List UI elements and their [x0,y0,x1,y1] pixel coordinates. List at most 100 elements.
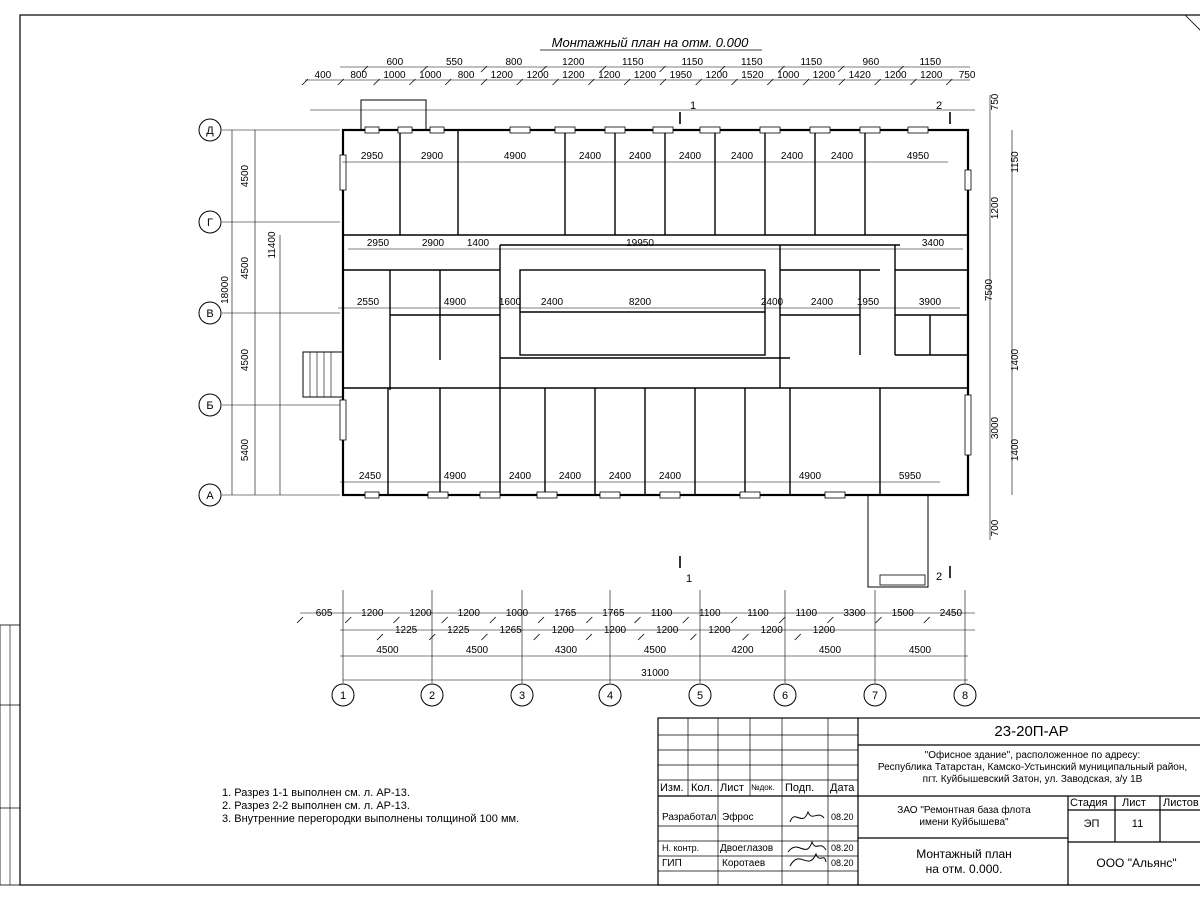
room-dim: 2400 [609,471,632,482]
dim-top-outer: 1950 [670,70,693,81]
partitions [343,130,968,495]
axis-bubble [773,683,797,707]
date-normcontrol: 08.20 [831,843,854,853]
dim-bottom-axis: 4200 [731,645,754,656]
room-dim: 4900 [504,151,527,162]
room-dim: 2550 [357,297,380,308]
dim-top-inner: 800 [505,57,522,68]
room-dim: 2950 [367,238,390,249]
dim-bottom-axis: 4500 [644,645,667,656]
room-dim: 2400 [659,471,682,482]
axis-label: 7 [872,690,878,702]
room-dim: 5950 [899,471,922,482]
dim-top-outer: 1200 [884,70,907,81]
hdr-kol: Кол. [691,782,713,794]
hdr-ndok: №док. [751,783,775,792]
dim-top-outer: 800 [458,70,475,81]
axis-bubble [598,683,622,707]
date-developer: 08.20 [831,812,854,822]
axis-label: Б [206,400,213,412]
hdr-izm: Изм. [660,782,684,794]
role-developer: Разработал [662,812,717,823]
designer-org: ООО "Альянс" [1096,856,1177,870]
dim-bottom-axis: 4500 [376,645,399,656]
dim-bottom-chain-2: 1200 [813,625,836,636]
signatures [787,810,827,867]
section-mark-2-bottom: 2 [936,571,942,583]
dim-bottom-chain-1: 1200 [409,608,432,619]
dim-right: 1400 [1010,348,1021,371]
client-org: ЗАО "Ремонтная база флота имени Куйбышев… [897,805,1031,828]
dim-bottom-chain-1: 1765 [602,608,625,619]
axis-label: 6 [782,690,788,702]
hdr-sheets: Листов [1163,797,1199,809]
room-dim: 19950 [626,238,654,249]
note-1: 1. Разрез 1-1 выполнен см. л. АР-13. [222,787,410,799]
section-mark-1-bottom: 1 [686,573,692,585]
room-dim: 2400 [831,151,854,162]
entrance-stair [302,351,344,398]
room-dim: 4900 [444,471,467,482]
hdr-sheet: Лист [1122,797,1146,809]
dim-bottom-axis: 4500 [466,645,489,656]
dim-left: 18000 [220,276,231,304]
room-dim: 3400 [922,238,945,249]
sheet-value: 11 [1131,818,1144,830]
dim-bottom-chain-2: 1225 [395,625,418,636]
dim-bottom-axis: 4500 [819,645,842,656]
dim-top-inner: 1150 [920,57,942,68]
dim-left: 4500 [240,256,251,279]
room-dim: 8200 [629,297,652,308]
dim-right: 1400 [1010,438,1021,461]
room-dim: 2950 [361,151,384,162]
stage-value: ЭП [1083,818,1100,830]
hdr-data: Дата [830,782,855,794]
room-dim: 2900 [422,238,445,249]
dim-top-outer: 800 [350,70,367,81]
dim-left: 4500 [240,348,251,371]
axis-label: Г [207,217,213,229]
dim-top-inner: 960 [862,57,879,68]
axis-label: 4 [607,690,613,702]
axis-label: 5 [697,690,703,702]
room-dim: 2900 [421,151,444,162]
dim-top-outer: 1200 [634,70,657,81]
dim-bottom-chain-1: 1100 [747,608,769,619]
note-2: 2. Разрез 2-2 выполнен см. л. АР-13. [222,800,410,812]
room-dim: 2400 [761,297,784,308]
axis-bubble [510,683,534,707]
dim-bottom-chain-1: 1500 [892,608,915,619]
dim-top-outer: 1200 [705,70,728,81]
dim-top-outer: 1200 [526,70,549,81]
dim-top-outer: 1200 [491,70,514,81]
room-dim: 4950 [907,151,930,162]
dim-top-outer: 750 [959,70,976,81]
axis-label: Д [206,125,214,137]
room-dim: 2400 [509,471,532,482]
dim-right: 700 [990,519,1001,536]
top-annex [360,99,427,131]
room-dim: 2400 [811,297,834,308]
name-chief-engineer: Коротаев [722,858,766,869]
role-normcontrol: Н. контр. [662,843,700,853]
dim-top-inner: 1150 [801,57,823,68]
axis-bubble [198,118,222,142]
role-chief-engineer: ГИП [662,858,682,869]
dim-bottom-chain-2: 1225 [447,625,470,636]
dim-top-inner: 550 [446,57,463,68]
date-chief-engineer: 08.20 [831,858,854,868]
dim-bottom-chain-2: 1200 [604,625,627,636]
room-dim: 2400 [541,297,564,308]
dim-bottom-chain-1: 1100 [651,608,673,619]
dim-right: 3000 [990,416,1001,439]
room-dim: 2400 [559,471,582,482]
dim-bottom-chain-2: 1200 [552,625,575,636]
dim-total: 31000 [641,668,669,679]
dim-bottom-axis: 4500 [909,645,932,656]
room-dim: 2400 [781,151,804,162]
hdr-podp: Подп. [785,782,815,794]
title-block [657,717,1200,886]
room-dim: 2450 [359,471,382,482]
dim-top-outer: 1200 [598,70,621,81]
axis-bubble [688,683,712,707]
